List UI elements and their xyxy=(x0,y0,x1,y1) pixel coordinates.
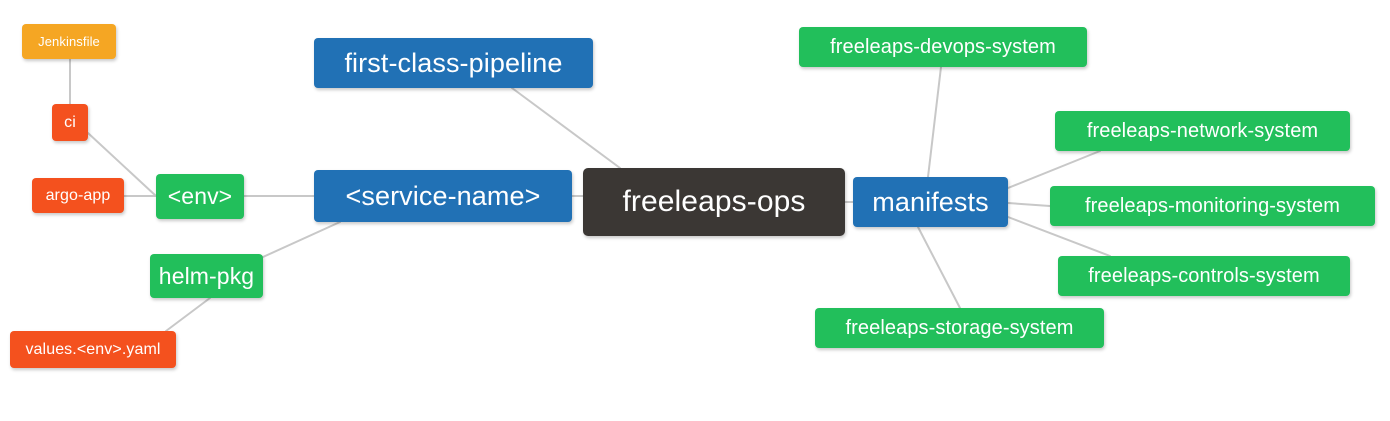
node-storage-system[interactable]: freeleaps-storage-system xyxy=(815,308,1104,348)
node-network-system[interactable]: freeleaps-network-system xyxy=(1055,111,1350,151)
node-monitoring-system[interactable]: freeleaps-monitoring-system xyxy=(1050,186,1375,226)
node-helm-pkg[interactable]: helm-pkg xyxy=(150,254,263,298)
node-devops-system[interactable]: freeleaps-devops-system xyxy=(799,27,1087,67)
node-values-yaml[interactable]: values.<env>.yaml xyxy=(10,331,176,368)
node-label: ci xyxy=(64,113,76,131)
node-label: freeleaps-devops-system xyxy=(830,36,1056,58)
node-label: freeleaps-monitoring-system xyxy=(1084,195,1340,217)
node-label: argo-app xyxy=(45,186,111,204)
edge-manifests-to-network-system xyxy=(1007,150,1101,189)
node-service-name[interactable]: <service-name> xyxy=(314,170,572,222)
node-label: freeleaps-network-system xyxy=(1086,120,1319,142)
node-first-class-pipeline[interactable]: first-class-pipeline xyxy=(314,38,593,88)
node-manifests[interactable]: manifests xyxy=(853,177,1008,227)
node-label: <service-name> xyxy=(345,180,541,211)
node-env[interactable]: <env> xyxy=(156,174,244,219)
edge-helm-pkg-to-service-name xyxy=(262,221,341,258)
node-label: <env> xyxy=(167,183,233,209)
node-label: values.<env>.yaml xyxy=(25,340,161,358)
node-label: freeleaps-controls-system xyxy=(1088,265,1320,287)
node-label: Jenkinsfile xyxy=(38,34,100,49)
node-label: manifests xyxy=(872,186,989,217)
node-label: helm-pkg xyxy=(158,262,255,289)
node-label: first-class-pipeline xyxy=(344,47,563,78)
edge-manifests-to-monitoring-system xyxy=(1007,202,1051,207)
edge-manifests-to-storage-system xyxy=(917,226,961,309)
edge-first-class-pipeline-to-freeleaps-ops xyxy=(511,87,621,169)
node-label: freeleaps-storage-system xyxy=(845,317,1074,339)
node-freeleaps-ops[interactable]: freeleaps-ops xyxy=(583,168,845,236)
node-controls-system[interactable]: freeleaps-controls-system xyxy=(1058,256,1350,296)
node-jenkinsfile[interactable]: Jenkinsfile xyxy=(22,24,116,59)
node-argo-app[interactable]: argo-app xyxy=(32,178,124,213)
edge-values-yaml-to-helm-pkg xyxy=(165,297,211,332)
node-label: freeleaps-ops xyxy=(622,185,806,218)
edge-devops-system-to-manifests xyxy=(927,66,942,178)
node-ci[interactable]: ci xyxy=(52,104,88,141)
